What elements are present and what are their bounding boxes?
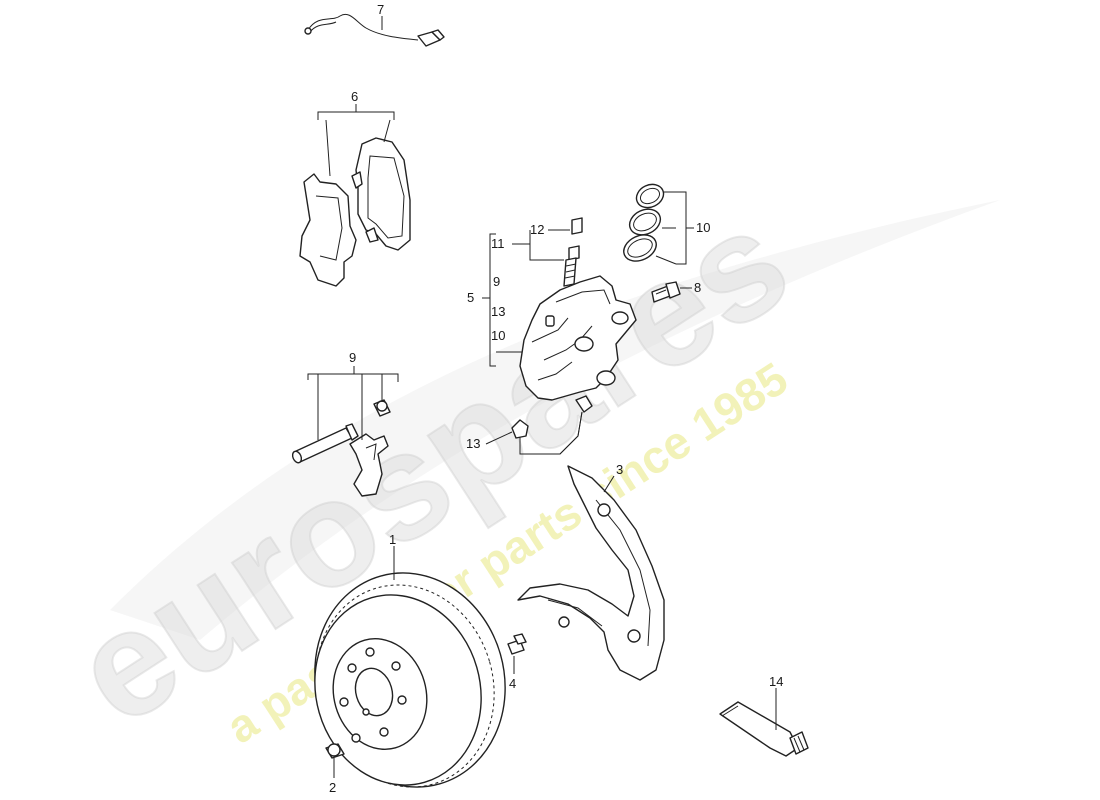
grease-tube-part-14[interactable] <box>719 701 809 757</box>
svg-text:8: 8 <box>694 280 701 295</box>
callout-11: 11 <box>491 230 564 261</box>
piston-seal-rings-part-10[interactable] <box>620 180 668 266</box>
callout-14: 14 <box>769 674 783 730</box>
brake-line-part-13[interactable] <box>511 395 593 455</box>
svg-text:5: 5 <box>467 290 474 305</box>
bleed-valve-part-11-12[interactable] <box>563 217 583 287</box>
shield-bolt-part-4[interactable] <box>507 633 527 655</box>
callout-12: 12 <box>530 222 570 237</box>
svg-text:13: 13 <box>491 304 505 319</box>
watermark-swoosh <box>110 200 1000 640</box>
callout-7: 7 <box>377 2 384 30</box>
svg-text:7: 7 <box>377 2 384 17</box>
guide-pin-kit-part-9[interactable] <box>291 399 391 497</box>
svg-text:11: 11 <box>491 236 505 251</box>
callout-9-pins: 9 <box>307 350 399 440</box>
brake-caliper-part-5[interactable] <box>519 275 637 401</box>
caliper-bolt-part-8[interactable] <box>651 281 681 303</box>
callout-10-seals: 10 <box>655 191 710 265</box>
brake-pad-set-part-6[interactable] <box>299 137 411 287</box>
wear-sensor-part-7[interactable] <box>304 14 445 47</box>
svg-text:12: 12 <box>530 222 544 237</box>
svg-text:2: 2 <box>329 780 336 795</box>
caliper-group-callout-5: 5 9 13 10 <box>467 233 528 367</box>
callout-8: 8 <box>680 280 701 295</box>
watermark: eurospares a passion for parts since 198… <box>45 174 1000 758</box>
callout-1: 1 <box>389 532 396 580</box>
svg-text:6: 6 <box>351 89 358 104</box>
svg-text:4: 4 <box>509 676 516 691</box>
svg-text:1: 1 <box>389 532 396 547</box>
svg-text:10: 10 <box>696 220 710 235</box>
disc-screw-part-2[interactable] <box>325 743 345 759</box>
brake-disc-part-1[interactable] <box>290 550 530 800</box>
callout-4: 4 <box>509 656 516 691</box>
svg-text:3: 3 <box>616 462 623 477</box>
callout-2: 2 <box>329 758 336 795</box>
svg-text:9: 9 <box>349 350 356 365</box>
svg-text:10: 10 <box>491 328 505 343</box>
callout-3: 3 <box>603 462 623 493</box>
svg-text:13: 13 <box>466 436 480 451</box>
splash-shield-part-3[interactable] <box>517 465 665 681</box>
svg-text:9: 9 <box>493 274 500 289</box>
callout-6: 6 <box>317 89 395 177</box>
callout-13-line: 13 <box>466 431 513 451</box>
svg-text:14: 14 <box>769 674 783 689</box>
